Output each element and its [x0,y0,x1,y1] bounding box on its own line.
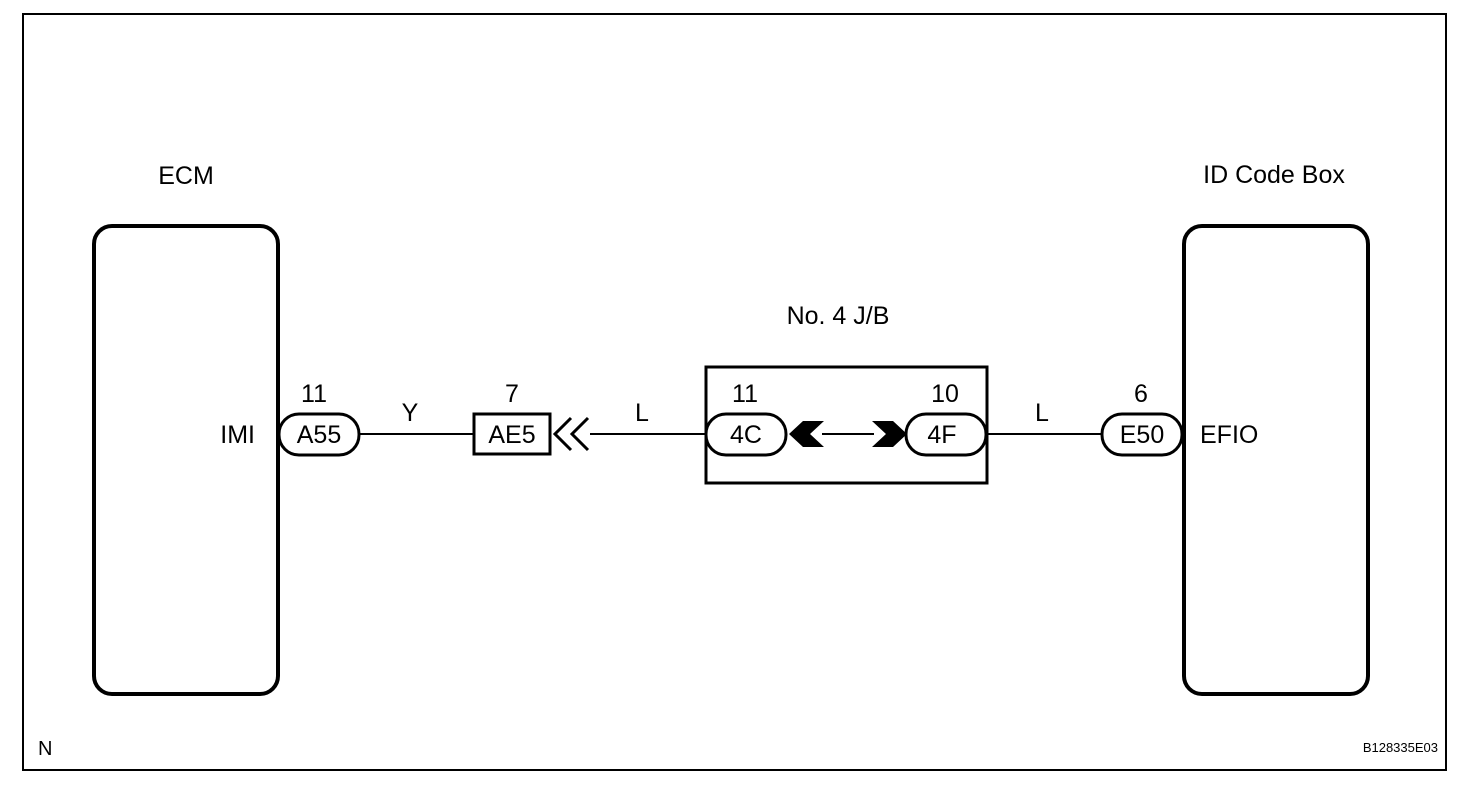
connector-4f-pin: 10 [931,380,959,408]
connector-ae5-pin: 7 [505,380,519,408]
junction-block-title: No. 4 J/B [787,302,890,330]
connector-4c [704,412,788,457]
connector-a55 [277,412,361,457]
ecm-pin-label: IMI [220,421,255,449]
chevron-left-icon [552,416,573,452]
connector-ae5-code: AE5 [488,421,535,449]
connector-4c-code: 4C [730,421,762,449]
solid-chevron-left-icon [789,421,824,447]
wire-color-y: Y [402,399,419,427]
solid-chevron-right-icon [872,421,907,447]
wire-color-l-left: L [635,399,649,427]
junction-block-box [704,365,989,485]
id-code-box [1182,224,1370,696]
id-code-box-pin-label: EFIO [1200,421,1258,449]
connector-4f-code: 4F [927,421,956,449]
connector-4f [904,412,988,457]
connector-a55-code: A55 [297,421,341,449]
connector-e50-pin: 6 [1134,380,1148,408]
connector-ae5 [472,412,552,456]
diagram-frame [22,13,1447,771]
figure-code: B128335E03 [1363,740,1438,755]
ecm-title: ECM [158,162,214,190]
chevron-left-icon [569,416,590,452]
connector-4c-pin: 11 [732,380,758,408]
ecm-box [92,224,280,696]
footer-left-mark: N [38,738,52,760]
wire-color-l-right: L [1035,399,1049,427]
connector-e50-code: E50 [1120,421,1164,449]
connector-e50 [1100,412,1184,457]
connector-a55-pin: 11 [301,380,327,408]
id-code-box-title: ID Code Box [1203,161,1345,189]
